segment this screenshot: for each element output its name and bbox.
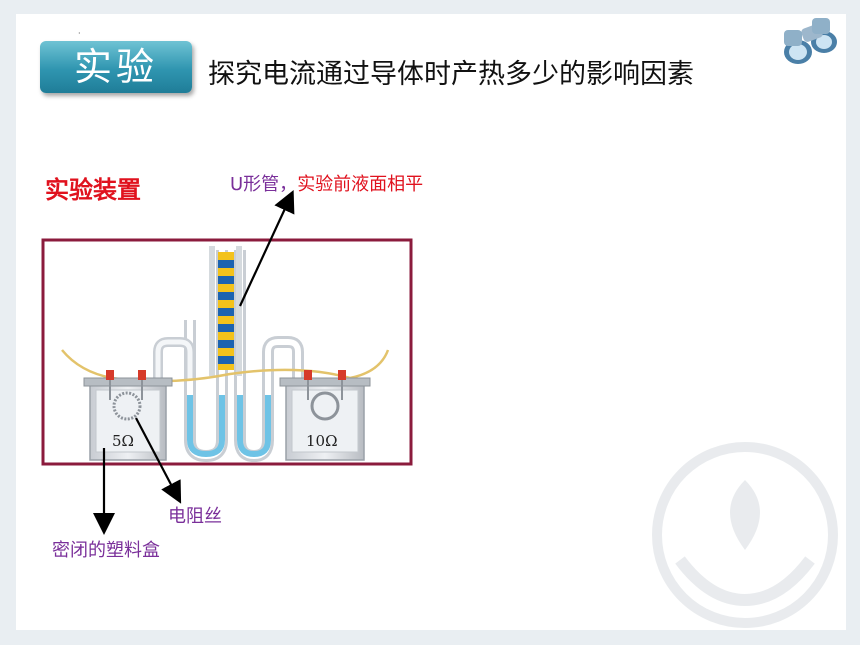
right-terminal-b xyxy=(338,370,346,380)
sealed-box-label: 密闭的塑料盒 xyxy=(52,540,160,561)
u-tube-label-prefix: U形管， xyxy=(230,174,298,195)
decorative-dot: · xyxy=(78,29,81,38)
connecting-wire xyxy=(61,349,390,383)
right-container xyxy=(279,370,371,461)
right-u-tube-liquid xyxy=(237,395,271,458)
section-title: 实验装置 xyxy=(45,176,141,204)
left-terminal-a xyxy=(106,370,114,380)
scale-ruler xyxy=(218,252,234,370)
right-terminal-a xyxy=(304,370,312,380)
right-resistor-label: 10Ω xyxy=(306,432,338,450)
u-tube-arrow xyxy=(239,190,295,307)
tall-tube-right xyxy=(236,246,242,376)
right-resistance-coil xyxy=(310,391,340,421)
resistance-wire-label: 电阻丝 xyxy=(168,506,222,527)
leaf-hands-watermark-icon xyxy=(652,442,838,628)
u-tube-label-rest: 实验前液面相平 xyxy=(297,174,424,195)
u-tube-label: U形管，实验前液面相平 xyxy=(230,170,423,196)
left-resistance-coil xyxy=(112,391,142,421)
left-terminal-b xyxy=(138,370,146,380)
left-u-tube-liquid xyxy=(187,395,225,458)
slide-title: 探究电流通过导体时产热多少的影响因素 xyxy=(208,59,694,90)
tall-tube-left xyxy=(209,246,215,376)
binoculars-icon xyxy=(784,18,837,64)
experiment-badge: 实验 xyxy=(40,41,192,93)
resistance-wire-arrow xyxy=(135,417,182,504)
left-resistor-label: 5Ω xyxy=(112,432,134,450)
